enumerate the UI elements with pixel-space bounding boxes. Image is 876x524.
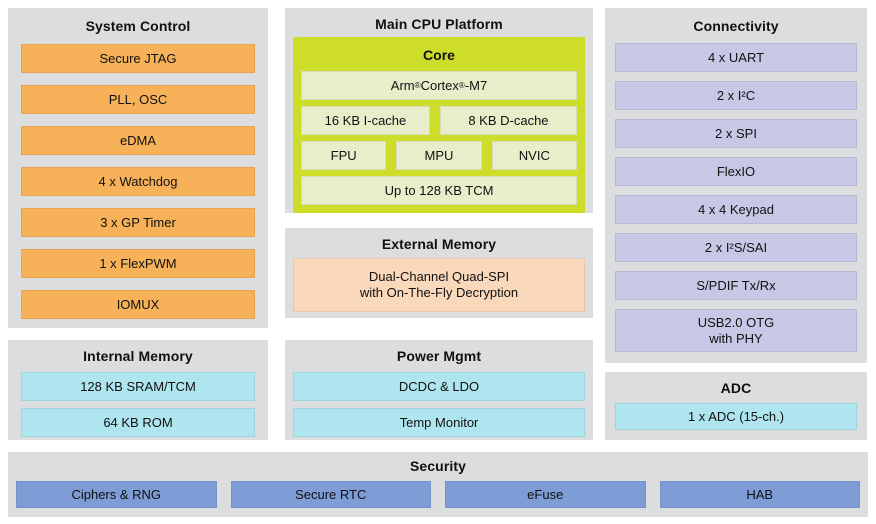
panel-system-control: System Control Secure JTAG PLL, OSC eDMA… [8,8,268,328]
block-icache: 16 KB I-cache [301,106,430,135]
block-arm-cortex-m7: Arm®Cortex®-M7 [301,71,577,100]
power-mgmt-blocks: DCDC & LDO Temp Monitor [293,372,585,437]
block-hab: HAB [659,481,860,508]
block-i2c: 2 x I²C [615,81,857,110]
block-quad-spi: Dual-Channel Quad-SPI with On-The-Fly De… [293,258,585,312]
block-usb-otg: USB2.0 OTG with PHY [615,309,857,352]
block-dcdc-ldo: DCDC & LDO [293,372,585,401]
block-nvic: NVIC [491,141,577,170]
block-gp-timer: 3 x GP Timer [21,208,255,237]
panel-title-power-mgmt: Power Mgmt [396,348,482,364]
block-keypad: 4 x 4 Keypad [615,195,857,224]
panel-main-cpu-platform: Main CPU Platform Core Arm®Cortex®-M7 16… [285,8,593,213]
panel-title-connectivity: Connectivity [693,18,779,34]
block-watchdog: 4 x Watchdog [21,167,255,196]
block-efuse: eFuse [445,481,646,508]
internal-memory-blocks: 128 KB SRAM/TCM 64 KB ROM [21,372,255,437]
block-flexpwm: 1 x FlexPWM [21,249,255,278]
panel-connectivity: Connectivity 4 x UART 2 x I²C 2 x SPI Fl… [605,8,867,363]
block-adc: 1 x ADC (15-ch.) [615,403,857,430]
panel-security: Security Ciphers & RNG Secure RTC eFuse … [8,452,868,517]
panel-title-internal-memory: Internal Memory [83,348,193,364]
security-blocks: Ciphers & RNG Secure RTC eFuse HAB [16,481,860,508]
panel-title-security: Security [409,458,467,474]
block-sram-tcm: 128 KB SRAM/TCM [21,372,255,401]
core-cache-row: 16 KB I-cache 8 KB D-cache [301,106,577,135]
panel-title-external-memory: External Memory [381,236,497,252]
block-i2s-sai: 2 x I²S/SAI [615,233,857,262]
panel-title-main-cpu-platform: Main CPU Platform [375,16,503,32]
block-temp-monitor: Temp Monitor [293,408,585,437]
block-dcache: 8 KB D-cache [439,106,577,135]
block-tcm: Up to 128 KB TCM [301,176,577,205]
block-spdif: S/PDIF Tx/Rx [615,271,857,300]
block-flexio: FlexIO [615,157,857,186]
panel-power-mgmt: Power Mgmt DCDC & LDO Temp Monitor [285,340,593,440]
block-rom: 64 KB ROM [21,408,255,437]
core-title: Core [423,47,455,63]
connectivity-blocks: 4 x UART 2 x I²C 2 x SPI FlexIO 4 x 4 Ke… [615,43,857,352]
panel-title-adc: ADC [720,380,752,396]
block-iomux: IOMUX [21,290,255,319]
panel-adc: ADC 1 x ADC (15-ch.) [605,372,867,440]
panel-external-memory: External Memory Dual-Channel Quad-SPI wi… [285,228,593,318]
block-ciphers-rng: Ciphers & RNG [16,481,217,508]
core-container: Core Arm®Cortex®-M7 16 KB I-cache 8 KB D… [293,37,585,213]
system-control-blocks: Secure JTAG PLL, OSC eDMA 4 x Watchdog 3… [21,44,255,319]
block-fpu: FPU [301,141,387,170]
panel-title-system-control: System Control [85,18,191,34]
block-spi: 2 x SPI [615,119,857,148]
panel-internal-memory: Internal Memory 128 KB SRAM/TCM 64 KB RO… [8,340,268,440]
block-mpu: MPU [396,141,482,170]
block-edma: eDMA [21,126,255,155]
block-secure-jtag: Secure JTAG [21,44,255,73]
block-uart: 4 x UART [615,43,857,72]
block-pll-osc: PLL, OSC [21,85,255,114]
core-unit-row: FPU MPU NVIC [301,141,577,170]
block-secure-rtc: Secure RTC [230,481,431,508]
